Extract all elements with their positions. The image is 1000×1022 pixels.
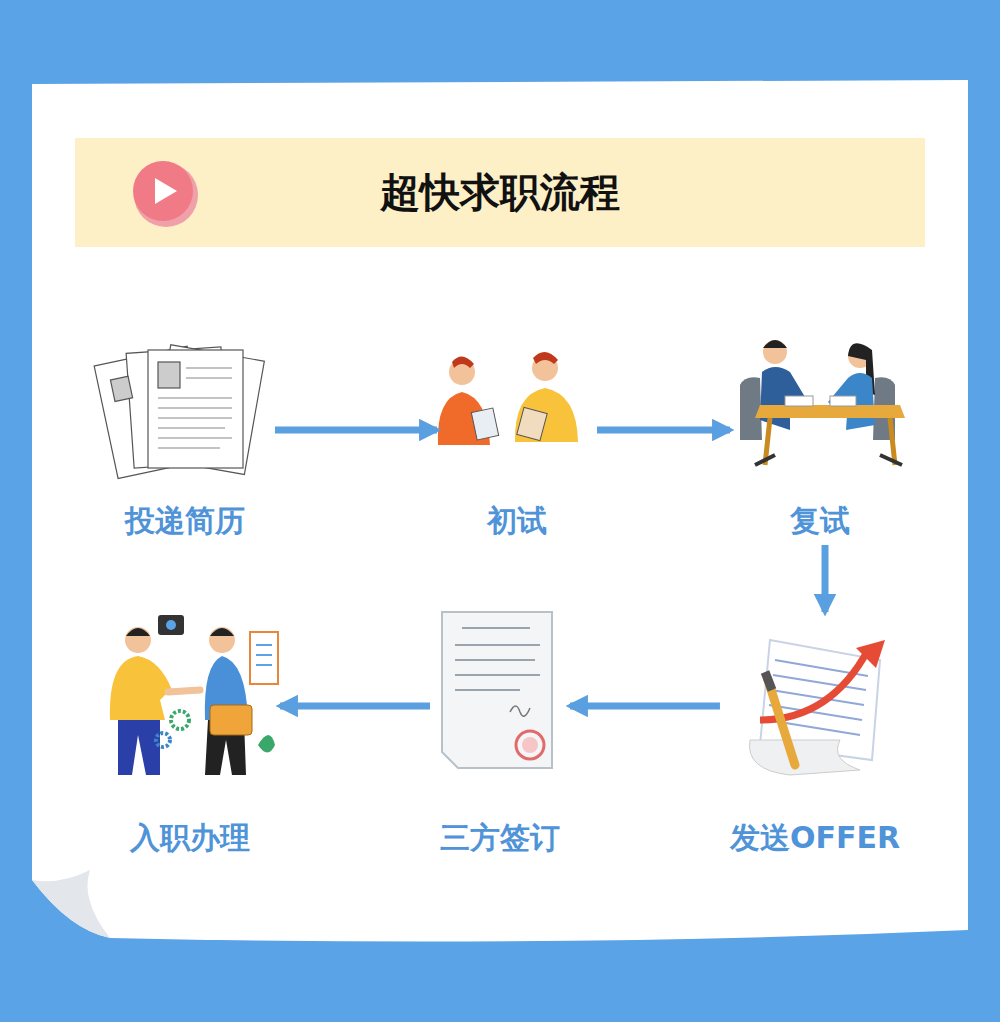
- onboarding-people: [110, 615, 278, 775]
- offer-illustration: [750, 640, 886, 775]
- flow-arrow: [275, 427, 437, 434]
- step-label: 复试: [786, 501, 854, 541]
- step-label: 发送OFFER: [726, 818, 904, 858]
- process-step: 投递简历: [95, 330, 275, 545]
- interview-people: [438, 352, 578, 445]
- title-band: [75, 138, 925, 247]
- process-step: 初试: [437, 330, 597, 545]
- step-label: 投递简历: [121, 501, 249, 541]
- process-step: 发送OFFER: [720, 612, 910, 862]
- flow-arrow: [570, 703, 720, 710]
- resume-stack: [94, 345, 264, 479]
- play-icon: [133, 161, 198, 227]
- step-label: 初试: [483, 501, 551, 541]
- flow-arrow: [280, 703, 430, 710]
- flow-arrow: [822, 545, 829, 612]
- step-label: 入职办理: [126, 818, 254, 858]
- flow-arrow: [597, 427, 730, 434]
- meeting-table: [740, 340, 905, 465]
- process-step: 复试: [730, 330, 910, 545]
- process-step: 入职办理: [100, 612, 280, 862]
- diagram-title: 超快求职流程: [230, 160, 770, 224]
- step-label: 三方签订: [436, 818, 564, 858]
- contract-document: [442, 612, 552, 768]
- paper-sheet: [32, 80, 968, 942]
- process-step: 三方签订: [430, 612, 570, 862]
- paper-curl: [32, 870, 110, 938]
